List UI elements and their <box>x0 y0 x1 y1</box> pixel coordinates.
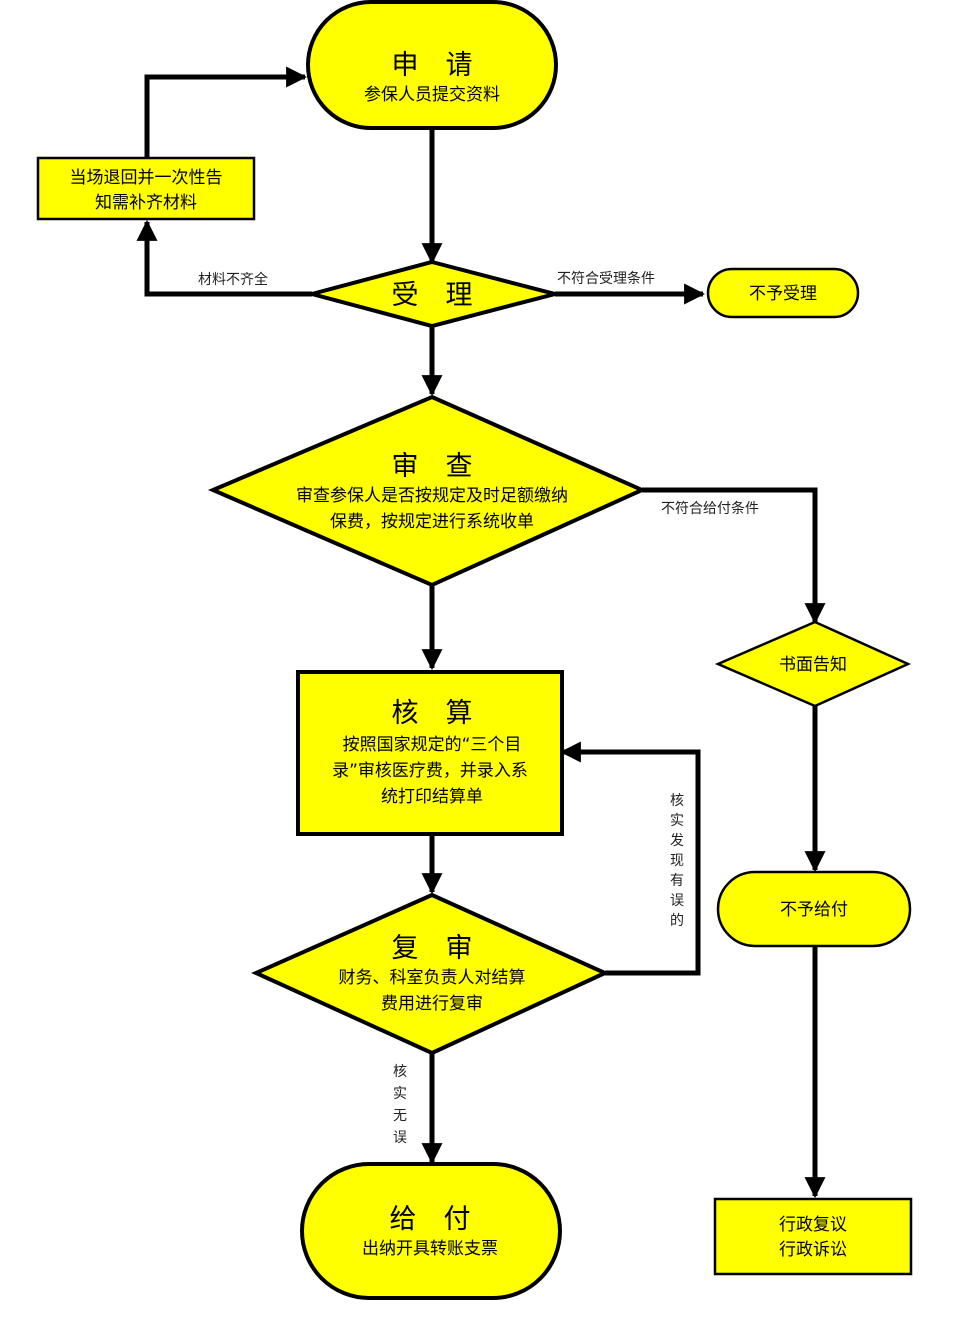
svg-text:误: 误 <box>670 893 684 909</box>
node-review-line1: 审查参保人是否按规定及时足额缴纳 <box>296 486 568 506</box>
node-pay-title: 给 付 <box>390 1204 471 1235</box>
svg-text:无: 无 <box>393 1108 407 1124</box>
node-recheck-title: 复 审 <box>392 933 473 964</box>
node-admin-remedy-line2: 行政诉讼 <box>779 1240 847 1260</box>
node-apply[interactable]: 申 请 参保人员提交资料 <box>306 0 558 130</box>
edge-label-verified-ok: 核 实 无 误 <box>393 1064 407 1146</box>
svg-text:核: 核 <box>670 793 684 809</box>
svg-text:有: 有 <box>670 873 684 889</box>
node-accept-title: 受 理 <box>392 280 473 311</box>
svg-text:的: 的 <box>670 913 684 929</box>
node-calculate-line1: 按照国家规定的“三个目 <box>343 735 522 755</box>
node-calculate-title: 核 算 <box>392 698 473 729</box>
node-recheck[interactable]: 复 审 财务、科室负责人对结算 费用进行复审 <box>251 892 610 1056</box>
svg-text:实: 实 <box>670 813 684 829</box>
edge-review-to-written-notice <box>642 487 826 625</box>
node-review[interactable]: 审 查 审查参保人是否按规定及时足额缴纳 保费，按规定进行系统收单 <box>207 394 647 588</box>
edge-label-error-found: 核 实 发 现 有 误 的 <box>670 793 684 929</box>
node-return-notice[interactable]: 当场退回并一次性告 知需补齐材料 <box>36 156 256 221</box>
svg-text:误: 误 <box>393 1130 407 1146</box>
node-apply-title: 申 请 <box>392 50 473 81</box>
node-reject-accept[interactable]: 不予受理 <box>706 267 860 319</box>
node-no-pay[interactable]: 不予给付 <box>716 870 912 948</box>
svg-text:发: 发 <box>670 833 684 849</box>
node-accept[interactable]: 受 理 <box>304 259 563 329</box>
node-pay-body: 出纳开具转账支票 <box>362 1239 498 1259</box>
edge-label-not-eligible-pay: 不符合给付条件 <box>661 500 759 517</box>
node-calculate-line3: 统打印结算单 <box>381 787 483 807</box>
node-recheck-line2: 费用进行复审 <box>381 994 483 1014</box>
node-calculate[interactable]: 核 算 按照国家规定的“三个目 录”审核医疗费，并录入系 统打印结算单 <box>296 670 564 836</box>
node-return-notice-line2: 知需补齐材料 <box>95 193 197 213</box>
edge-label-incomplete: 材料不齐全 <box>198 271 268 288</box>
node-pay[interactable]: 给 付 出纳开具转账支票 <box>300 1162 562 1300</box>
edge-return-to-apply <box>144 66 308 158</box>
node-apply-body: 参保人员提交资料 <box>364 85 500 105</box>
node-written-notice[interactable]: 书面告知 <box>714 620 912 708</box>
edge-accept-to-return <box>136 219 312 297</box>
node-review-line2: 保费，按规定进行系统收单 <box>330 512 534 532</box>
node-review-title: 审 查 <box>392 451 473 482</box>
node-admin-remedy-line1: 行政复议 <box>779 1215 847 1235</box>
edges <box>136 66 826 1199</box>
node-no-pay-label: 不予给付 <box>780 900 848 920</box>
edge-recheck-to-calculate <box>559 741 701 976</box>
node-written-notice-label: 书面告知 <box>779 655 847 675</box>
svg-text:现: 现 <box>670 853 684 869</box>
node-reject-accept-label: 不予受理 <box>749 284 817 304</box>
node-recheck-line1: 财务、科室负责人对结算 <box>339 968 526 988</box>
svg-text:实: 实 <box>393 1086 407 1102</box>
node-calculate-line2: 录”审核医疗费，并录入系 <box>332 761 528 781</box>
edge-label-not-eligible-accept: 不符合受理条件 <box>557 270 655 287</box>
svg-text:核: 核 <box>393 1064 407 1080</box>
node-admin-remedy[interactable]: 行政复议 行政诉讼 <box>713 1197 913 1276</box>
node-return-notice-line1: 当场退回并一次性告 <box>70 168 223 188</box>
